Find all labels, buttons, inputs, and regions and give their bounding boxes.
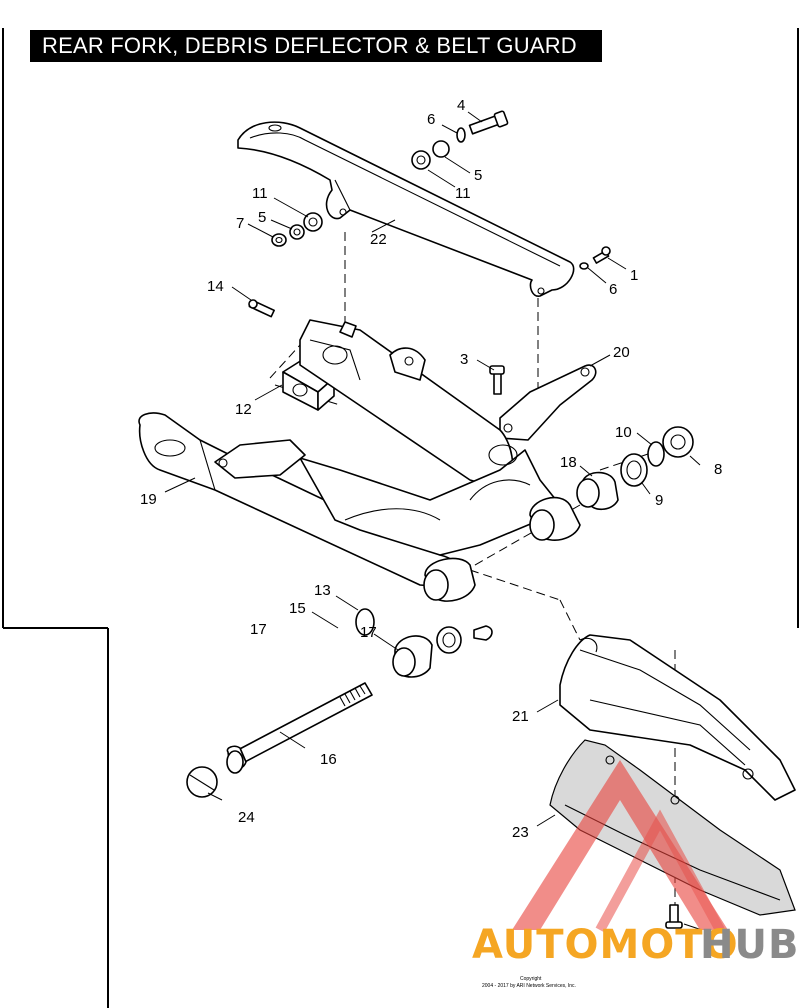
nut-part-8 xyxy=(662,426,694,458)
label-8: 8 xyxy=(714,461,722,478)
spacer-part-5b xyxy=(289,224,305,240)
grommet-part-11b xyxy=(303,212,323,232)
alignment-line xyxy=(469,569,561,601)
bracket-part-20 xyxy=(499,364,597,441)
watermark-triangle-icon xyxy=(512,760,728,930)
bearing-part-9 xyxy=(620,453,648,487)
label-11: 11 xyxy=(252,185,268,202)
copyright-line2: 2004 - 2017 by ARI Network Services, Inc… xyxy=(482,983,576,989)
label-7: 7 xyxy=(236,215,244,232)
debris-deflector-part-21 xyxy=(559,634,796,801)
copyright-line1: Copyright xyxy=(520,976,542,982)
bolt-part-3 xyxy=(489,365,505,395)
label-17: 17 xyxy=(250,621,267,638)
leader-lines xyxy=(164,111,703,931)
label-5: 5 xyxy=(258,209,266,226)
washer-part-6b xyxy=(579,262,589,270)
ring-part-13 xyxy=(355,608,375,636)
screw-part-2 xyxy=(665,904,683,929)
label-2: 2 xyxy=(706,929,714,946)
label-18: 18 xyxy=(560,454,577,471)
label-20: 20 xyxy=(613,344,630,361)
cap-part-24 xyxy=(186,766,218,798)
label-15: 15 xyxy=(289,600,306,617)
alignment-line xyxy=(269,344,301,379)
label-13: 13 xyxy=(314,582,331,599)
label-16: 16 xyxy=(320,751,337,768)
nut-part-7 xyxy=(271,233,287,247)
label-23: 23 xyxy=(512,824,529,841)
label-14: 14 xyxy=(207,278,224,295)
label-6: 6 xyxy=(427,111,435,128)
label-24: 24 xyxy=(238,809,255,826)
label-11: 11 xyxy=(455,185,471,202)
part-labels: 4 6 5 11 11 5 7 22 1 6 14 12 3 20 10 8 9… xyxy=(140,97,722,946)
label-19: 19 xyxy=(140,491,157,508)
watermark-text-secondary: HUB xyxy=(700,922,799,968)
label-3: 3 xyxy=(460,351,468,368)
spacer-part-5a xyxy=(432,140,450,158)
screw-part-1 xyxy=(592,246,611,264)
seal-cap-part xyxy=(473,625,493,641)
rear-fork-part-19 xyxy=(138,319,581,602)
washer-part-6a xyxy=(456,127,466,143)
label-9: 9 xyxy=(655,492,663,509)
axle-part-16 xyxy=(226,682,373,774)
diagram-title: REAR FORK, DEBRIS DEFLECTOR & BELT GUARD xyxy=(30,30,602,62)
label-17: 17 xyxy=(360,624,377,641)
label-1: 1 xyxy=(630,267,638,284)
watermark-logo xyxy=(512,760,728,933)
bushing-part-18 xyxy=(576,471,619,511)
label-10: 10 xyxy=(615,424,632,441)
ring-part-10 xyxy=(647,441,665,467)
label-5: 5 xyxy=(474,167,482,184)
watermark-text-primary: AUTOMOTO xyxy=(472,922,739,968)
label-12: 12 xyxy=(235,401,252,418)
alignment-line xyxy=(559,599,581,641)
bushing-part-17a xyxy=(436,626,462,654)
bolt-part-14 xyxy=(248,299,275,318)
label-6: 6 xyxy=(609,281,617,298)
belt-guard-part-22 xyxy=(237,121,575,297)
label-4: 4 xyxy=(457,97,465,114)
bolt-part-4 xyxy=(468,110,509,135)
grommet-part-11a xyxy=(411,150,431,170)
bearing-part-17b xyxy=(392,635,433,678)
label-22: 22 xyxy=(370,231,387,248)
label-21: 21 xyxy=(512,708,529,725)
